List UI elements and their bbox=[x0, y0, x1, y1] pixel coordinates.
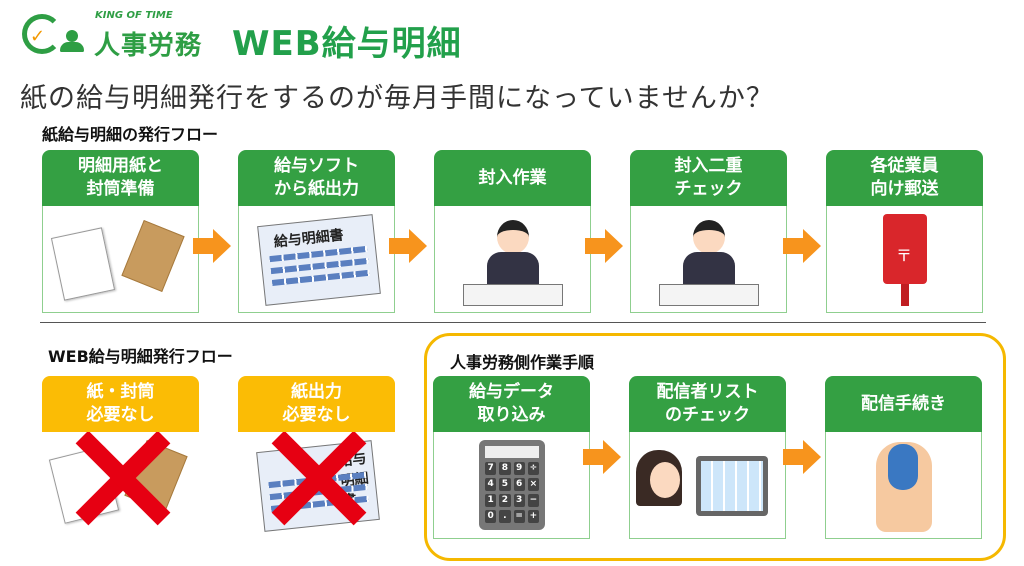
step-label: 封入二重 チェック bbox=[630, 150, 787, 206]
web-flow-label: WEB給与明細発行フロー bbox=[48, 347, 233, 366]
payslip-crossed-icon: 給与明細書 bbox=[238, 432, 395, 539]
step-label: 給与ソフト から紙出力 bbox=[238, 150, 395, 206]
page-title: WEB給与明細 bbox=[232, 24, 462, 64]
check-icon: ✓ bbox=[30, 26, 46, 47]
person-checking-tablet-icon bbox=[629, 432, 786, 539]
step-label: 紙出力 必要なし bbox=[238, 376, 395, 432]
step-double-check: 封入二重 チェック bbox=[630, 150, 787, 313]
person-at-desk-icon bbox=[434, 206, 591, 313]
calc-key: 4 bbox=[485, 478, 497, 491]
step-label: 紙・封筒 必要なし bbox=[42, 376, 199, 432]
calc-key: 9 bbox=[513, 462, 525, 475]
paper-envelope-crossed-icon bbox=[42, 432, 199, 539]
cross-icon bbox=[72, 432, 172, 528]
calc-key: 5 bbox=[499, 478, 511, 491]
step-label: 配信手続き bbox=[825, 376, 982, 432]
calc-key: − bbox=[527, 494, 539, 507]
logo-brand: KING OF TIME bbox=[95, 10, 173, 21]
person-icon bbox=[60, 30, 84, 52]
step-check-list: 配信者リスト のチェック bbox=[629, 376, 786, 539]
calc-key: 8 bbox=[499, 462, 511, 475]
logo-ring-icon bbox=[22, 14, 62, 54]
calc-key: . bbox=[499, 510, 511, 523]
logo-product: 人事労務 bbox=[94, 31, 203, 61]
calc-key: 3 bbox=[513, 494, 525, 507]
paper-flow-label: 紙給与明細の発行フロー bbox=[42, 125, 219, 144]
step-enclose: 封入作業 bbox=[434, 150, 591, 313]
step-print: 給与ソフト から紙出力 給与明細書 bbox=[238, 150, 395, 313]
step-label: 封入作業 bbox=[434, 150, 591, 206]
calc-key: 6 bbox=[513, 478, 525, 491]
section-divider bbox=[40, 322, 986, 323]
arrow-right-icon bbox=[389, 229, 427, 263]
arrow-right-icon bbox=[583, 440, 621, 474]
subtitle: 紙の給与明細発行をするのが毎月手間になっていませんか？ bbox=[20, 83, 774, 114]
payslip-document-icon: 給与明細書 bbox=[238, 206, 395, 313]
calc-key: × bbox=[527, 478, 539, 491]
hr-steps-label: 人事労務側作業手順 bbox=[450, 353, 595, 372]
kingoftime-logo: ✓ KING OF TIME 人事労務 bbox=[22, 8, 212, 61]
removed-print: 紙出力 必要なし 給与明細書 bbox=[238, 376, 395, 539]
calc-key: 0 bbox=[485, 510, 497, 523]
removed-paper-envelope: 紙・封筒 必要なし bbox=[42, 376, 199, 539]
cross-icon bbox=[268, 432, 368, 528]
arrow-right-icon bbox=[193, 229, 231, 263]
person-at-desk-icon bbox=[630, 206, 787, 313]
arrow-right-icon bbox=[783, 229, 821, 263]
step-paper-prep: 明細用紙と 封筒準備 bbox=[42, 150, 199, 313]
step-label: 各従業員 向け郵送 bbox=[826, 150, 983, 206]
step-mail: 各従業員 向け郵送 bbox=[826, 150, 983, 313]
calc-key: 7 bbox=[485, 462, 497, 475]
calc-key: = bbox=[513, 510, 525, 523]
step-label: 明細用紙と 封筒準備 bbox=[42, 150, 199, 206]
hr-steps-box bbox=[424, 333, 1006, 561]
mouse-click-icon bbox=[825, 432, 982, 539]
step-distribute: 配信手続き bbox=[825, 376, 982, 539]
calc-key: ÷ bbox=[527, 462, 539, 475]
doc-text: 給与明細書 bbox=[273, 227, 345, 251]
calc-key: 2 bbox=[499, 494, 511, 507]
step-label: 配信者リスト のチェック bbox=[629, 376, 786, 432]
calc-key: 1 bbox=[485, 494, 497, 507]
step-label: 給与データ 取り込み bbox=[433, 376, 590, 432]
paper-envelope-icon bbox=[42, 206, 199, 313]
arrow-right-icon bbox=[783, 440, 821, 474]
postbox-icon bbox=[826, 206, 983, 313]
calc-key: + bbox=[527, 510, 539, 523]
arrow-right-icon bbox=[585, 229, 623, 263]
